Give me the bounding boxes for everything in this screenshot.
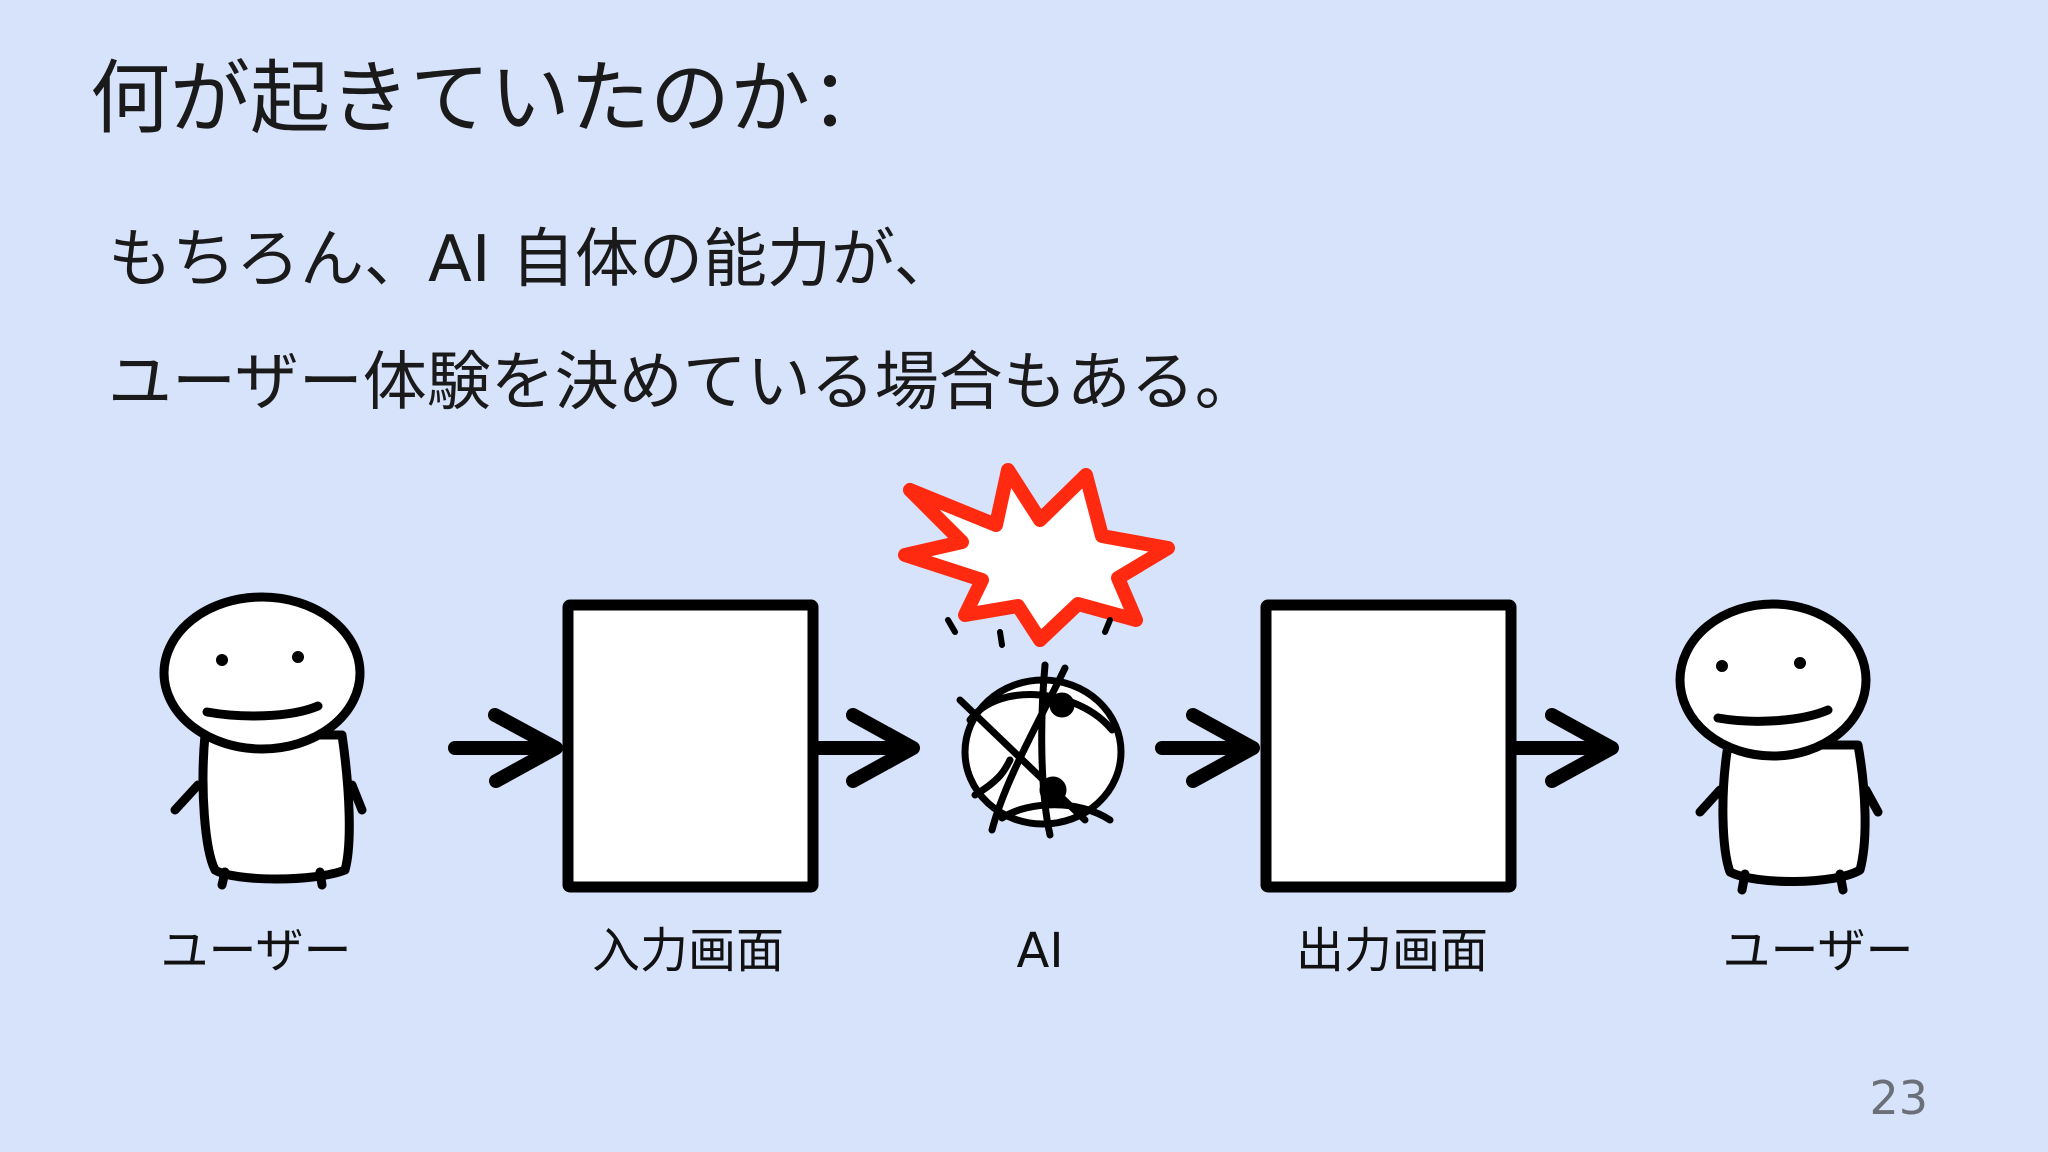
arrow-right-icon [811,708,920,788]
label-user-right: ユーザー [1722,923,1914,979]
label-input-screen: 入力画面 [591,923,785,979]
arrow-right-icon [1509,708,1619,788]
body-line-1: もちろん、AI 自体の能力が、 [108,223,958,297]
explosion-burst-icon [898,463,1175,648]
label-user-left: ユーザー [160,923,352,979]
arrow-right-icon [1155,708,1260,788]
page-number: 23 [1869,1071,1928,1125]
ai-doodle-icon [956,661,1125,839]
output-screen-box [1260,599,1517,893]
body-line-2: ユーザー体験を決めている場合もある。 [108,346,1259,420]
user-right-icon [1675,599,1883,895]
input-screen-box [562,599,819,893]
label-ai: AI [1016,923,1064,979]
label-output-screen: 出力画面 [1295,923,1489,979]
slide-title: 何が起きていたのか： [90,52,890,145]
user-left-icon [159,592,367,890]
arrow-right-icon [448,708,563,788]
